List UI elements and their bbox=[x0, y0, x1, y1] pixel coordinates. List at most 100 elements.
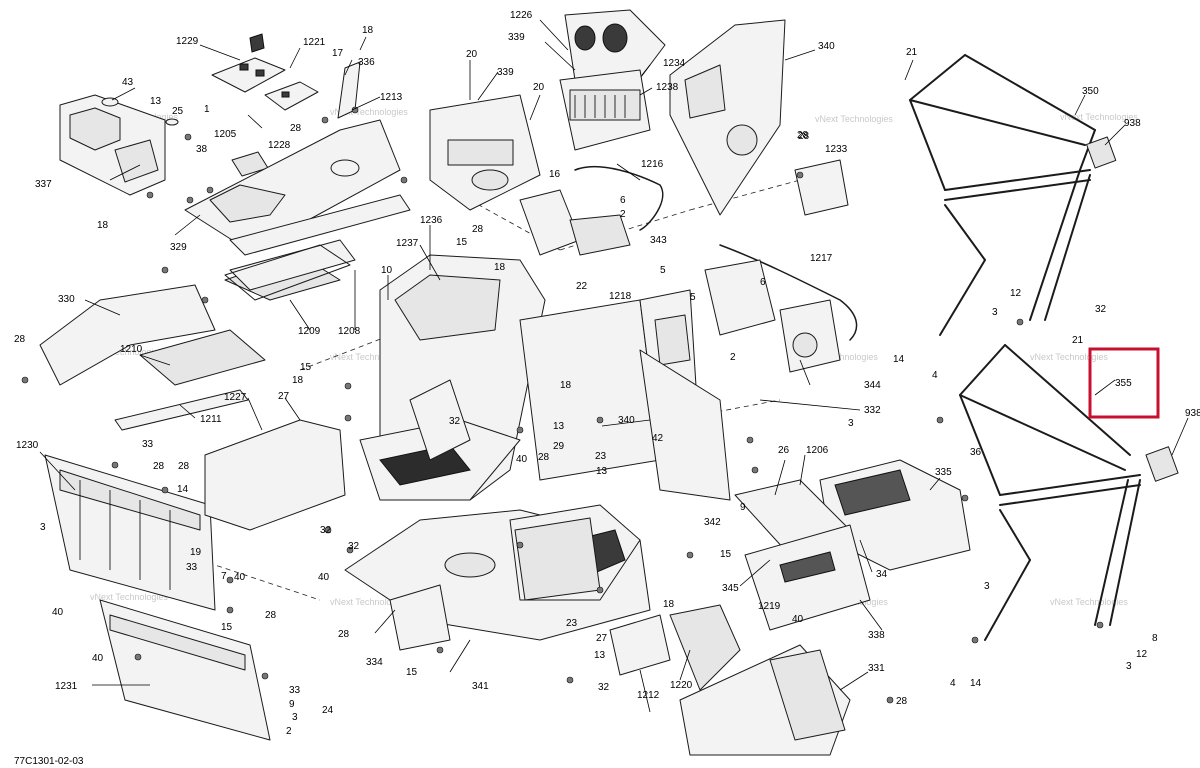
callout-label: 38 bbox=[196, 144, 208, 155]
callout-label: 330 bbox=[58, 294, 75, 305]
callout-label: 43 bbox=[122, 77, 134, 88]
callout-label: 1206 bbox=[806, 445, 829, 456]
callout-label: 13 bbox=[150, 96, 162, 107]
callout-label: 1217 bbox=[810, 253, 833, 264]
callout-label: 18 bbox=[494, 262, 506, 273]
bottom-right-parts bbox=[609, 604, 851, 756]
callout-label: 1210 bbox=[120, 344, 143, 355]
callout-label: 28 bbox=[472, 224, 484, 235]
callout-label: 5 bbox=[690, 292, 696, 303]
callout-label: 28 bbox=[338, 629, 350, 640]
watermark: vNext Technologies bbox=[330, 597, 408, 607]
callout-label: 1233 bbox=[825, 144, 848, 155]
watermark: vNext Technologies bbox=[330, 352, 408, 362]
callout-label: 12 bbox=[1136, 649, 1148, 660]
leader-lines bbox=[39, 19, 1189, 713]
callout-label: 15 bbox=[300, 362, 312, 373]
callout-label: 1 bbox=[204, 104, 210, 115]
callout-label: 40 bbox=[234, 572, 246, 583]
callout-label: 15 bbox=[720, 549, 732, 560]
callout-label: 20 bbox=[533, 82, 545, 93]
callout-label: 1216 bbox=[641, 159, 664, 170]
callout-labels: 1229 1221 18 17 336 1226 339 1234 1238 3… bbox=[14, 10, 1200, 737]
callout-label: 28 bbox=[290, 123, 302, 134]
callout-label: 23 bbox=[566, 618, 578, 629]
callout-label: 17 bbox=[332, 48, 344, 59]
callout-label: 24 bbox=[322, 705, 334, 716]
callout-label: 27 bbox=[596, 633, 608, 644]
callout-label: 15 bbox=[456, 237, 468, 248]
callout-label: 6 bbox=[760, 277, 766, 288]
floor-grate bbox=[514, 517, 601, 601]
callout-label: 5 bbox=[660, 265, 666, 276]
callout-label: 3 bbox=[1126, 661, 1132, 672]
callout-label: 14 bbox=[970, 678, 982, 689]
callout-label: 18 bbox=[292, 375, 304, 386]
callout-label: 32 bbox=[449, 416, 461, 427]
callout-label: 28 bbox=[178, 461, 190, 472]
callout-label: 1237 bbox=[396, 238, 419, 249]
watermark: vNext Technologies bbox=[1030, 352, 1108, 362]
bracket-1233 bbox=[794, 159, 849, 216]
callout-label: 1229 bbox=[176, 36, 199, 47]
callout-label: 1236 bbox=[420, 215, 443, 226]
callout-label: 350 bbox=[1082, 86, 1099, 97]
callout-label: 13 bbox=[596, 466, 608, 477]
callout-label: 15 bbox=[221, 622, 233, 633]
callout-label: 1219 bbox=[758, 601, 781, 612]
gauge-cluster bbox=[429, 9, 666, 211]
callout-label: 332 bbox=[864, 405, 881, 416]
callout-label: 1234 bbox=[663, 58, 686, 69]
callout-label: 9 bbox=[289, 699, 295, 710]
callout-label: 1221 bbox=[303, 37, 326, 48]
callout-label: 938 bbox=[1185, 408, 1200, 419]
callout-label: 10 bbox=[381, 265, 393, 276]
callout-label: 336 bbox=[358, 57, 375, 68]
callout-label: 18 bbox=[97, 220, 109, 231]
callout-label: 334 bbox=[366, 657, 383, 668]
callout-label: 25 bbox=[172, 106, 184, 117]
callout-label: 40 bbox=[792, 614, 804, 625]
callout-label: 345 bbox=[722, 583, 739, 594]
callout-label: 3 bbox=[40, 522, 46, 533]
callout-label: 32 bbox=[320, 525, 332, 536]
callout-label: 3 bbox=[984, 581, 990, 592]
callout-label: 28 bbox=[797, 130, 809, 141]
main-body-frame bbox=[359, 254, 546, 501]
callout-label: 16 bbox=[549, 169, 561, 180]
callout-label: 33 bbox=[186, 562, 198, 573]
door-panel-338 bbox=[744, 524, 871, 631]
callout-label: 1209 bbox=[298, 326, 321, 337]
callout-label: 15 bbox=[406, 667, 418, 678]
watermark: vNext Technologies bbox=[85, 347, 163, 357]
rops-frame-upper bbox=[909, 54, 1117, 336]
callout-label: 339 bbox=[497, 67, 514, 78]
watermark: vNext Technologies bbox=[330, 107, 408, 117]
center-console-329 bbox=[184, 119, 411, 256]
callout-label: 28 bbox=[14, 334, 26, 345]
callout-label: 3 bbox=[848, 418, 854, 429]
highlight-box bbox=[1088, 347, 1160, 419]
callout-label: 338 bbox=[868, 630, 885, 641]
callout-label: 19 bbox=[190, 547, 202, 558]
callout-label: 1218 bbox=[609, 291, 632, 302]
callout-label: 342 bbox=[704, 517, 721, 528]
callout-label: 18 bbox=[362, 25, 374, 36]
callout-label: 1231 bbox=[55, 681, 78, 692]
callout-label: 40 bbox=[516, 454, 528, 465]
callout-label: 337 bbox=[35, 179, 52, 190]
callout-label: 340 bbox=[618, 415, 635, 426]
rear-panel-1230 bbox=[44, 454, 216, 611]
callout-label: 1228 bbox=[268, 140, 291, 151]
callout-label: 28 bbox=[896, 696, 908, 707]
watermark: vNext Technologies bbox=[815, 114, 893, 124]
bracket-343 bbox=[519, 189, 631, 256]
side-panel-340 bbox=[669, 19, 786, 216]
callout-label: 1208 bbox=[338, 326, 361, 337]
callout-label: 14 bbox=[893, 354, 905, 365]
corner-334 bbox=[389, 584, 451, 651]
callout-label: 13 bbox=[553, 421, 565, 432]
rops-frame-lower bbox=[959, 344, 1179, 641]
